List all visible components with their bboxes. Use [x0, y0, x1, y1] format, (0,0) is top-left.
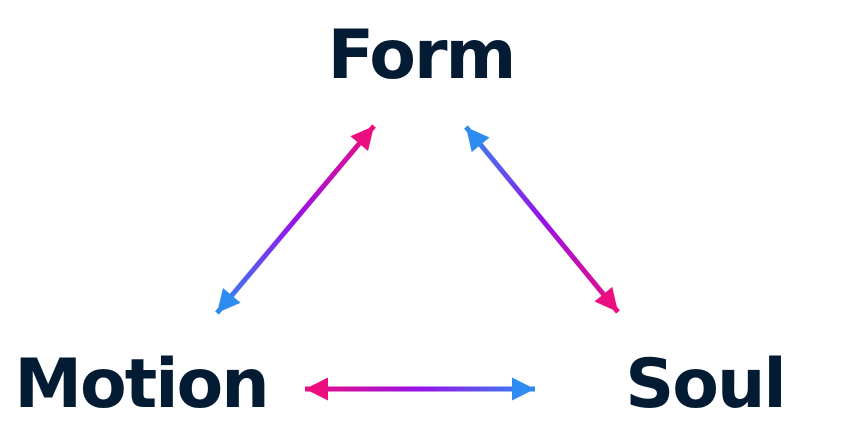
node-label-motion: Motion [14, 345, 269, 424]
node-label-form: Form [327, 16, 517, 95]
edge-form-soul [464, 125, 620, 314]
edge-motion-form [215, 124, 376, 315]
node-label-soul: Soul [625, 345, 786, 424]
